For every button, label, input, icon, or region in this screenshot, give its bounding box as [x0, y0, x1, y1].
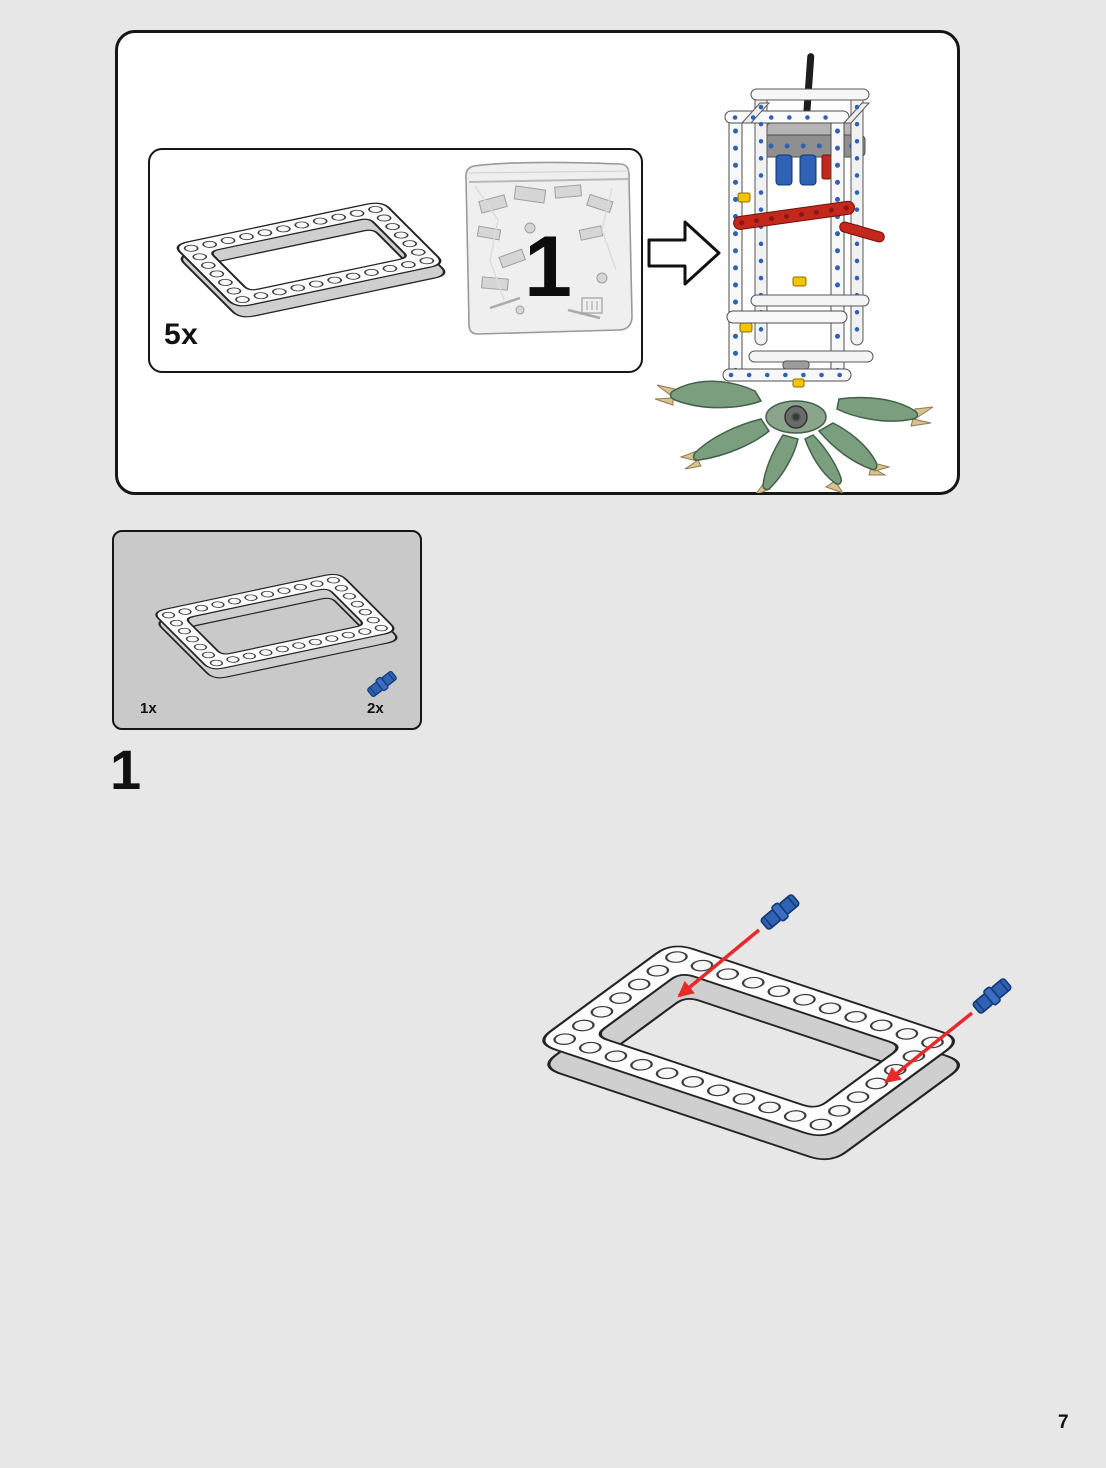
build-step-arrow-icon [647, 220, 721, 286]
turtle-flippers [654, 380, 934, 493]
step-1-illustration [533, 891, 1015, 1166]
new-parts-box: 5x [148, 148, 643, 373]
frame-count-label: 1x [140, 700, 157, 717]
bag-number: 1 [524, 219, 572, 315]
certification-mark-icon [581, 297, 603, 314]
technic-pin-icon [969, 975, 1015, 1017]
page-number: 7 [1058, 1412, 1069, 1433]
assembled-model-preview [654, 53, 934, 493]
step-number: 1 [110, 738, 142, 801]
technic-frame-main [533, 940, 969, 1166]
insertion-arrow [884, 1011, 974, 1084]
pin-count-label: 2x [367, 700, 384, 717]
technic-pin-icon [365, 668, 399, 700]
technic-frame-icon [150, 571, 402, 681]
bag-contents [476, 184, 614, 320]
frame-count-label: 5x [164, 318, 199, 351]
insertion-arrow [677, 928, 761, 998]
step-overview-panel: 5x [115, 30, 960, 495]
parts-bag: 1 [465, 161, 633, 335]
parts-callout-box: 1x 2x [112, 530, 422, 730]
top-carriage [760, 122, 866, 158]
technic-pin-icon [757, 891, 803, 933]
technic-frame-icon [171, 199, 451, 321]
red-beam [733, 200, 856, 230]
